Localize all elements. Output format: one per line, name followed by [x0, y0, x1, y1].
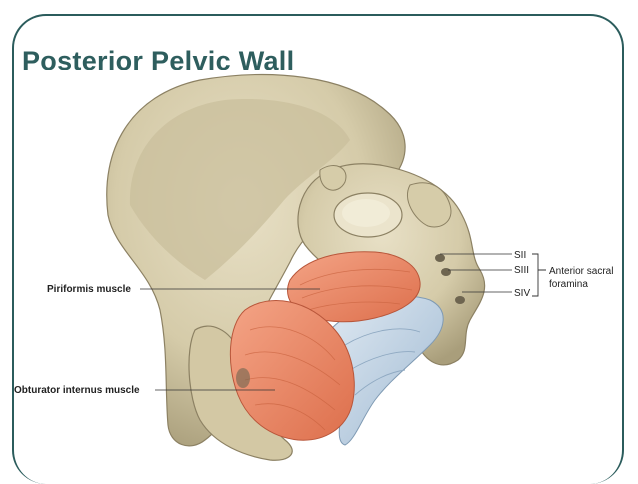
- foramina-label-line1: Anterior sacral: [549, 266, 613, 277]
- s2-label: SII: [514, 250, 526, 261]
- piriformis-label: Piriformis muscle: [47, 284, 131, 295]
- sacral-foramen-s3: [441, 268, 451, 276]
- sacral-process: [407, 182, 452, 228]
- foramina-bracket: [532, 253, 546, 297]
- foramina-label-line2: foramina: [549, 279, 588, 290]
- s4-label: SIV: [514, 288, 530, 299]
- slide-title: Posterior Pelvic Wall: [22, 46, 295, 70]
- s3-label: SIII: [514, 265, 529, 276]
- sacral-foramen-s4: [455, 296, 465, 304]
- obturator-internus-muscle: [229, 299, 355, 441]
- slide-frame: [12, 14, 624, 484]
- obturator-label: Obturator internus muscle: [14, 385, 140, 396]
- sacral-foramen-s2: [435, 254, 445, 262]
- iliac-fossa: [129, 99, 350, 281]
